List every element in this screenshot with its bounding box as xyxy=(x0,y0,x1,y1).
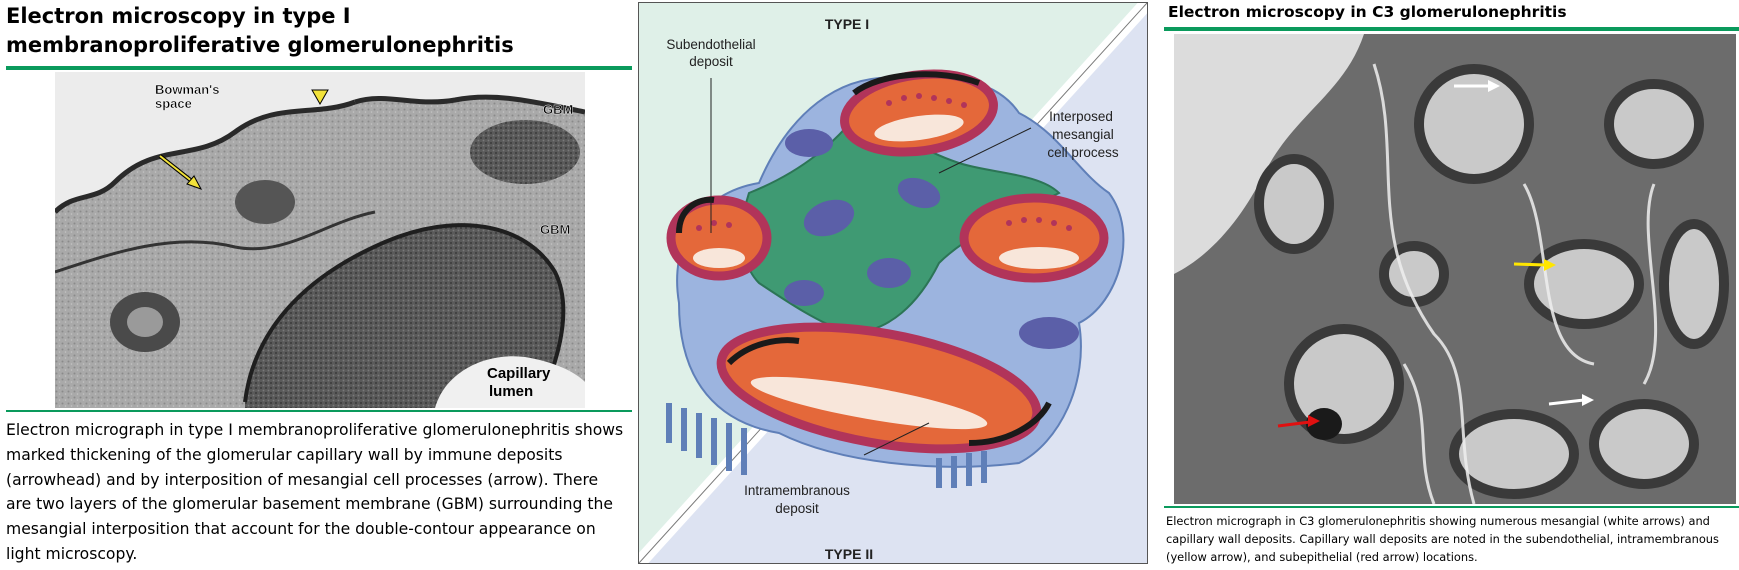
subendothelial-label: Subendothelial deposit xyxy=(666,37,755,69)
svg-text:Subendothelial: Subendothelial xyxy=(666,37,755,52)
left-title-rule xyxy=(6,66,632,70)
left-title: Electron microscopy in type I membranopr… xyxy=(6,4,514,57)
svg-text:space: space xyxy=(155,96,192,111)
bowmans-space-label: Bowman's xyxy=(155,82,220,97)
type1-label: TYPE I xyxy=(825,16,869,32)
right-caption: Electron micrograph in C3 glomerulonephr… xyxy=(1166,514,1719,565)
type1-micrograph: Bowman's space GBM GBM Capillary lumen xyxy=(55,72,585,408)
svg-text:deposit: deposit xyxy=(689,54,733,69)
right-title-rule xyxy=(1164,27,1739,31)
left-panel: Electron microscopy in type I membranopr… xyxy=(0,0,632,570)
interposed-label: Interposed mesangial cell process xyxy=(1047,109,1119,160)
gbm-top-label: GBM xyxy=(543,102,573,117)
intramembranous-label: Intramembranous deposit xyxy=(744,483,850,516)
svg-text:lumen: lumen xyxy=(489,383,533,400)
gbm-mid-label: GBM xyxy=(540,222,570,237)
c3-micrograph xyxy=(1174,34,1736,504)
left-caption-rule xyxy=(6,410,632,412)
right-caption-rule xyxy=(1164,506,1739,508)
right-panel: Electron microscopy in C3 glomerulonephr… xyxy=(1162,0,1739,570)
schematic-panel: TYPE I TYPE II Subendothelial deposit In… xyxy=(638,2,1148,564)
svg-text:cell process: cell process xyxy=(1047,145,1119,160)
svg-text:Interposed: Interposed xyxy=(1049,109,1113,124)
svg-text:Intramembranous: Intramembranous xyxy=(744,483,850,498)
capillary-label: Capillary xyxy=(487,365,551,382)
right-title: Electron microscopy in C3 glomerulonephr… xyxy=(1168,3,1567,21)
left-caption: Electron micrograph in type I membranopr… xyxy=(6,421,624,563)
type2-label: TYPE II xyxy=(825,546,873,562)
svg-text:deposit: deposit xyxy=(775,501,819,516)
svg-text:mesangial: mesangial xyxy=(1052,127,1114,142)
